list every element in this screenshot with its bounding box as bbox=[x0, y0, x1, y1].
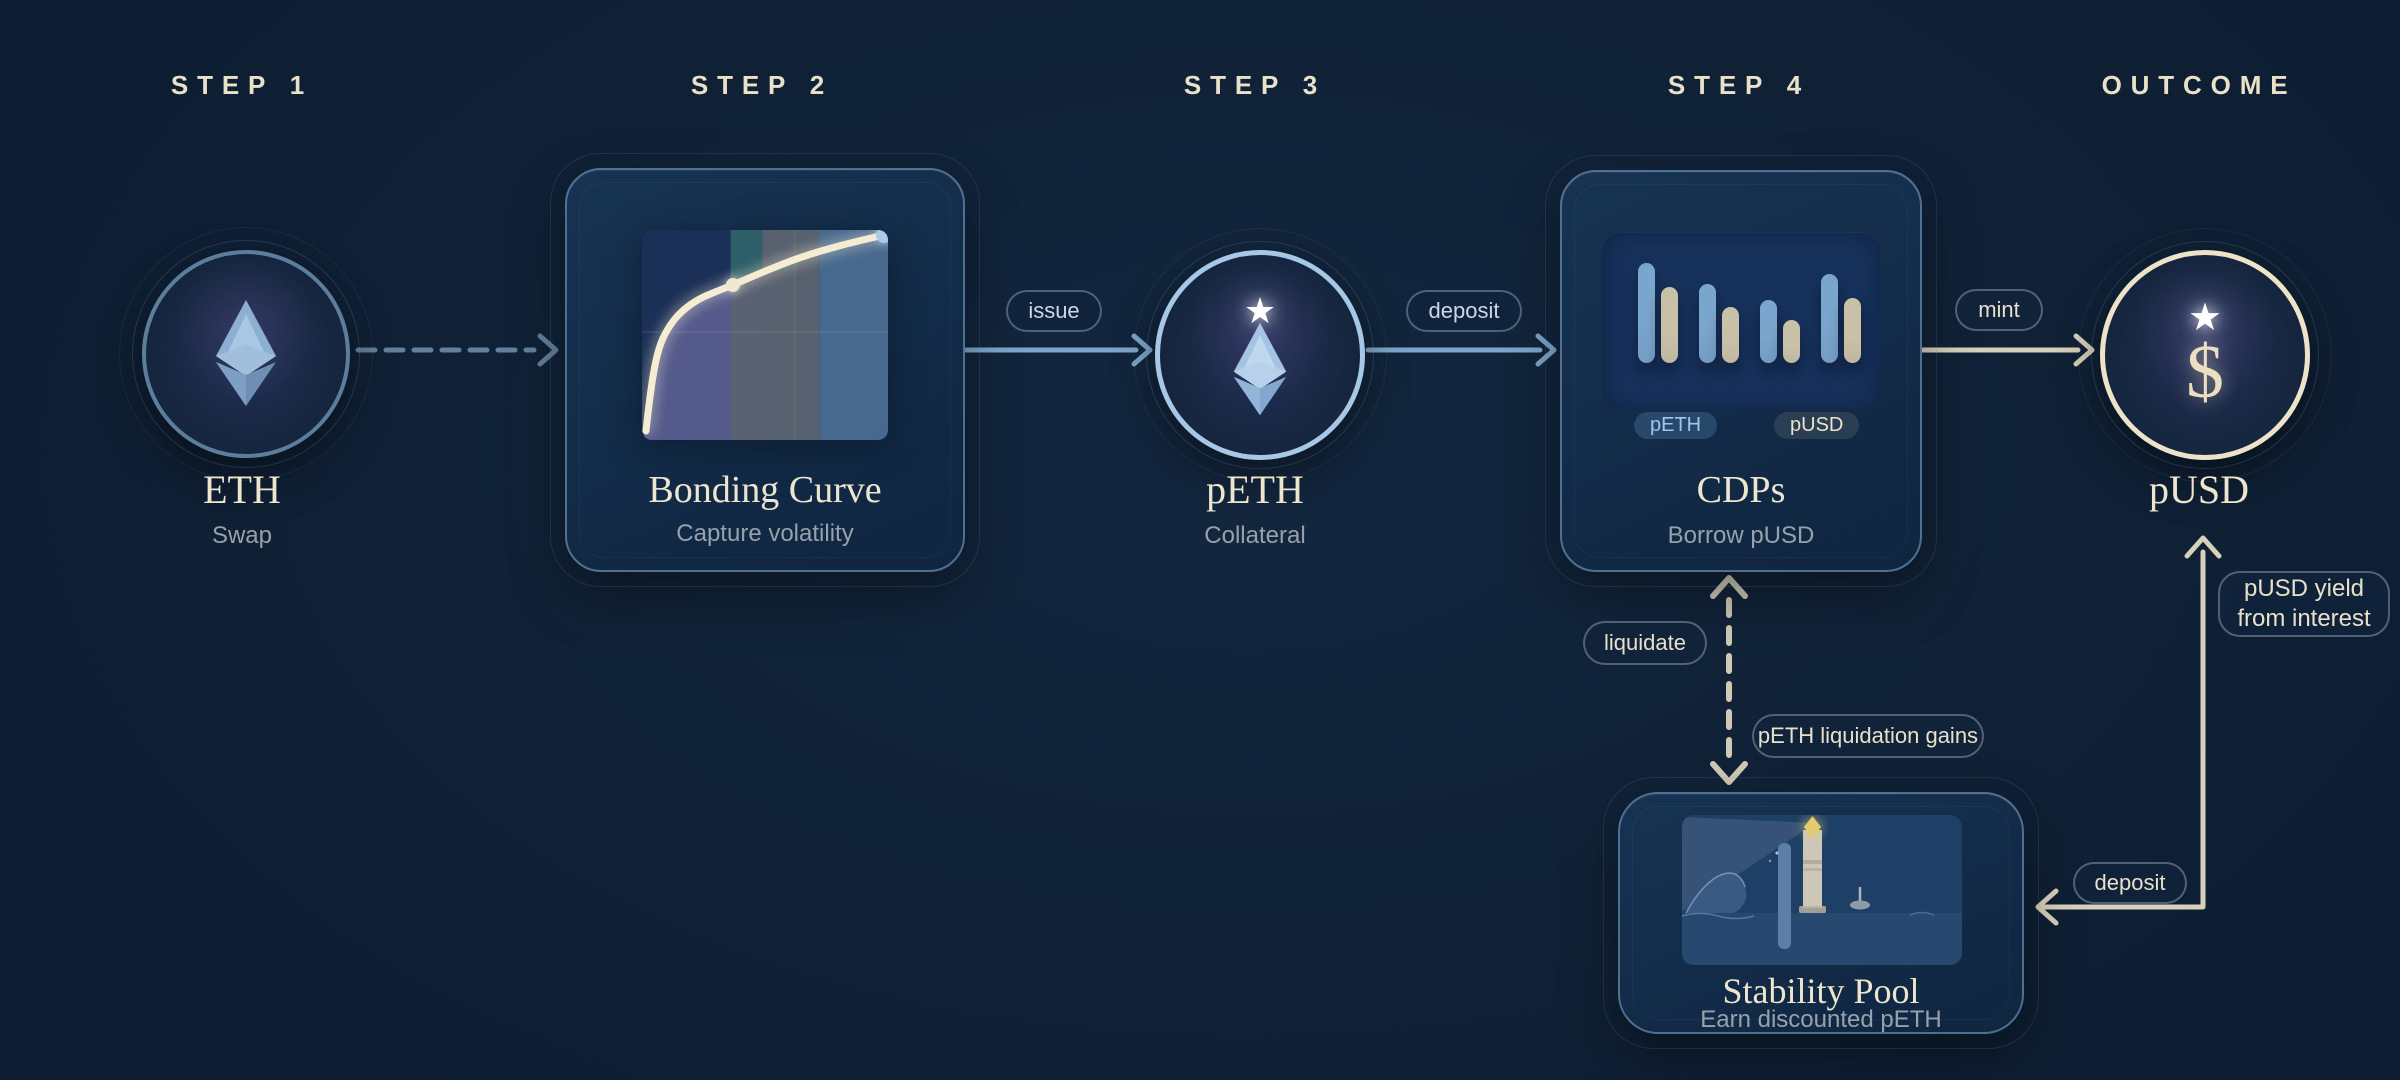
issue-pill: issue bbox=[1006, 290, 1102, 332]
cdp-bar-peth-2 bbox=[1699, 284, 1716, 363]
blue-pillar bbox=[1778, 843, 1791, 949]
peth-liquidation-gains-pill: pETH liquidation gains bbox=[1752, 714, 1984, 758]
cdp-bar-chart bbox=[1602, 232, 1880, 410]
cdp-bar-peth-1 bbox=[1638, 263, 1655, 363]
cdp-bar-peth-4 bbox=[1821, 274, 1838, 363]
eth-coin bbox=[119, 227, 373, 481]
peth-title: pETH bbox=[1206, 467, 1304, 512]
cdp-bar-pusd-4 bbox=[1844, 298, 1861, 363]
cdps-title: CDPs bbox=[1696, 469, 1786, 511]
lighthouse-illustration bbox=[1682, 815, 1962, 965]
bonding-curve-subtitle: Capture volatility bbox=[676, 520, 854, 547]
step2-header: STEP 2 bbox=[690, 70, 834, 100]
outcome-header: OUTCOME bbox=[2101, 70, 2297, 100]
legend-pusd: pUSD bbox=[1774, 412, 1860, 439]
legend-peth: pETH bbox=[1634, 412, 1718, 439]
step1-header: STEP 1 bbox=[170, 70, 314, 100]
pusd-yield-line1: pUSD yield bbox=[2243, 575, 2365, 602]
mint-pill: mint bbox=[1955, 289, 2043, 331]
stability-pool-card: Stability Pool Earn discounted pETH bbox=[1603, 777, 2039, 1049]
peth-star-icon: ★ bbox=[1243, 291, 1277, 332]
eth-subtitle: Swap bbox=[211, 522, 273, 549]
bonding-curve-title: Bonding Curve bbox=[648, 469, 882, 511]
step3-header: STEP 3 bbox=[1183, 70, 1327, 100]
pusd-yield-pill: pUSD yield from interest bbox=[2218, 571, 2390, 637]
peth-coin: ★ bbox=[1133, 228, 1387, 482]
pusd-star-icon: ★ bbox=[2187, 295, 2223, 339]
eth-title: ETH bbox=[203, 467, 281, 512]
step4-header: STEP 4 bbox=[1667, 70, 1811, 100]
deposit-pool-pill: deposit bbox=[2073, 862, 2187, 904]
cdps-card: pETH pUSD CDPs Borrow pUSD bbox=[1545, 155, 1937, 587]
pusd-yield-line2: from interest bbox=[2237, 605, 2371, 632]
cdp-bar-pusd-2 bbox=[1722, 307, 1739, 363]
bonding-curve-chart bbox=[642, 230, 888, 440]
pusd-coin: ★ $ bbox=[2078, 228, 2332, 482]
cdps-subtitle: Borrow pUSD bbox=[1667, 522, 1815, 549]
cdp-bar-peth-3 bbox=[1760, 300, 1777, 363]
stability-pool-title: Stability Pool bbox=[1722, 971, 1920, 1011]
eth-diamond-icon bbox=[216, 300, 276, 406]
pusd-title: pUSD bbox=[2148, 467, 2250, 512]
lighthouse-lamp bbox=[1804, 816, 1821, 838]
peth-subtitle: Collateral bbox=[1204, 522, 1306, 549]
stability-pool-subtitle: Earn discounted pETH bbox=[1700, 1006, 1942, 1033]
dollar-icon: $ bbox=[2186, 330, 2224, 414]
cdp-bar-pusd-3 bbox=[1783, 320, 1800, 363]
liquidate-pill: liquidate bbox=[1583, 621, 1707, 665]
cdp-bar-pusd-1 bbox=[1661, 287, 1678, 363]
whale-wave bbox=[1686, 873, 1747, 913]
buoy bbox=[1850, 900, 1870, 910]
peth-diamond-icon bbox=[1233, 322, 1287, 416]
deposit-cdp-pill: deposit bbox=[1406, 290, 1522, 332]
bonding-curve-card: Bonding Curve Capture volatility bbox=[550, 153, 980, 587]
